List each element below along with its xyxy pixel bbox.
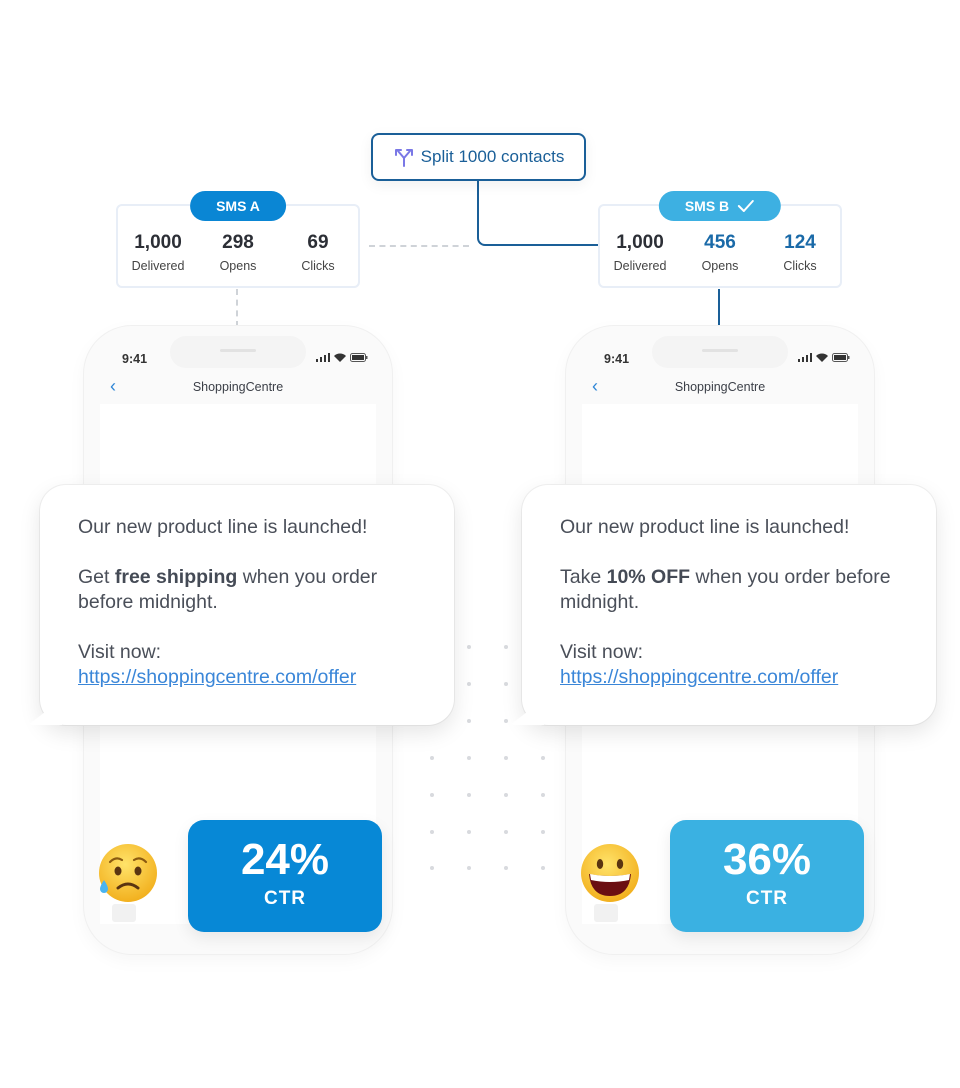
grid-dot xyxy=(541,830,545,834)
contact-name: ShoppingCentre xyxy=(674,380,766,394)
stat-clicks: 124 Clicks xyxy=(783,232,817,273)
phone-notch xyxy=(170,336,306,368)
grid-dot xyxy=(430,793,434,797)
split-arrows-icon xyxy=(394,149,413,167)
stat-clicks: 69 Clicks xyxy=(301,232,335,273)
solid-connector-b xyxy=(718,289,720,326)
message-offer: Take 10% OFF when you order before midni… xyxy=(560,566,891,613)
grid-dot xyxy=(541,793,545,797)
grid-dot xyxy=(541,756,545,760)
grinning-emoji-icon xyxy=(581,844,639,902)
signal-icon xyxy=(316,353,330,362)
stats-card-sms-b: SMS B 1,000 Delivered 456 Opens 124 Clic… xyxy=(598,191,842,288)
grid-dot xyxy=(430,830,434,834)
stats-card-sms-a: SMS A 1,000 Delivered 298 Opens 69 Click… xyxy=(116,191,360,288)
offer-link[interactable]: https://shoppingcentre.com/offer xyxy=(78,666,357,688)
ctr-label: CTR xyxy=(263,888,307,909)
battery-icon xyxy=(350,353,368,362)
status-time: 9:41 xyxy=(122,352,148,366)
stat-opens: 298 Opens xyxy=(219,232,257,273)
grid-dot xyxy=(504,645,508,649)
stat-delivered: 1,000 Delivered xyxy=(131,232,185,273)
offer-highlight: free shipping xyxy=(114,566,238,588)
grid-dot xyxy=(467,866,471,870)
split-connector xyxy=(477,181,487,246)
grid-dot xyxy=(467,793,471,797)
grid-dot xyxy=(504,866,508,870)
message-headline: Our new product line is launched! xyxy=(560,516,850,538)
contact-name: ShoppingCentre xyxy=(192,380,284,394)
stat-delivered: 1,000 Delivered xyxy=(613,232,667,273)
ctr-value: 24% xyxy=(240,835,330,884)
back-chevron-icon[interactable]: ‹ xyxy=(592,376,598,396)
camera-icon xyxy=(112,904,136,922)
battery-icon xyxy=(832,353,850,362)
ctr-card-a: 24% CTR xyxy=(188,820,382,932)
stat-opens: 456 Opens xyxy=(701,232,739,273)
status-icons xyxy=(316,353,368,362)
bubble-tail xyxy=(28,699,62,725)
grid-dot xyxy=(504,756,508,760)
message-headline: Our new product line is launched! xyxy=(78,516,368,538)
wifi-icon xyxy=(816,353,828,362)
grid-dot xyxy=(541,866,545,870)
wifi-icon xyxy=(334,353,346,362)
grid-dot xyxy=(467,756,471,760)
camera-icon xyxy=(594,904,618,922)
ctr-card-b: 36% CTR xyxy=(670,820,864,932)
grid-dot xyxy=(504,682,508,686)
bubble-tail xyxy=(510,699,544,725)
sad-sweat-emoji-icon xyxy=(99,844,157,902)
sms-bubble-a: Our new product line is launched! Get fr… xyxy=(28,485,454,725)
split-node[interactable]: Split 1000 contacts xyxy=(371,133,586,181)
message-offer: Get free shipping when you order before … xyxy=(78,566,378,613)
back-chevron-icon[interactable]: ‹ xyxy=(110,376,116,396)
grid-dot xyxy=(430,756,434,760)
phone-notch xyxy=(652,336,788,368)
variant-badge-a: SMS A xyxy=(190,191,286,221)
grid-dot xyxy=(467,682,471,686)
visit-label: Visit now: xyxy=(78,641,162,663)
grid-dot xyxy=(504,793,508,797)
grid-dot xyxy=(430,866,434,870)
variant-badge-b: SMS B xyxy=(658,191,782,221)
ctr-value: 36% xyxy=(722,835,812,884)
status-icons xyxy=(798,353,850,362)
visit-label: Visit now: xyxy=(560,641,644,663)
grid-dot xyxy=(467,645,471,649)
status-time: 9:41 xyxy=(604,352,630,366)
split-connector-horizontal xyxy=(486,244,600,246)
ctr-label: CTR xyxy=(745,888,789,909)
offer-link[interactable]: https://shoppingcentre.com/offer xyxy=(560,666,839,688)
grid-dot xyxy=(504,830,508,834)
grid-dot xyxy=(467,719,471,723)
grid-dot xyxy=(504,719,508,723)
grid-dot xyxy=(467,830,471,834)
dashed-connector-horizontal xyxy=(369,245,469,247)
checkmark-icon xyxy=(738,200,755,212)
sms-bubble-b: Our new product line is launched! Take 1… xyxy=(510,485,936,725)
signal-icon xyxy=(798,353,812,362)
offer-highlight: 10% OFF xyxy=(606,566,691,588)
split-label: Split 1000 contacts xyxy=(420,147,565,166)
dashed-connector-a xyxy=(236,289,238,327)
